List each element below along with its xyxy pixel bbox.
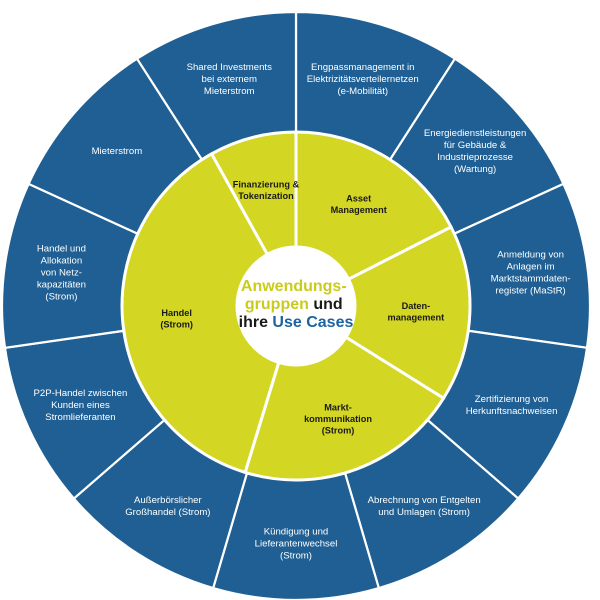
use-case-label-line: Abrechnung von Entgelten bbox=[368, 495, 481, 506]
use-case-label-line: Mieterstrom bbox=[92, 146, 143, 157]
application-group-segment: Markt-kommunikation(Strom) bbox=[243, 334, 446, 482]
use-case-label-line: Engpassmanagement in bbox=[311, 62, 414, 73]
use-case-label-line: Mieterstrom bbox=[204, 86, 255, 97]
application-group-label-line: Tokenization bbox=[238, 191, 294, 201]
application-group-label-line: kommunikation bbox=[304, 414, 372, 424]
use-case-label-line: Handel und bbox=[37, 244, 86, 255]
use-case-label-line: (Strom) bbox=[45, 292, 77, 303]
use-case-label-line: für Gebäude & bbox=[444, 140, 507, 151]
use-case-label-line: (e-Mobilität) bbox=[337, 86, 388, 97]
application-group-label: Daten-management bbox=[388, 301, 445, 323]
use-case-label-line: Stromlieferanten bbox=[45, 412, 115, 423]
use-case-label-line: register (MaStR) bbox=[495, 286, 565, 297]
application-group-label: Handel (Strom) bbox=[160, 308, 193, 330]
use-case-label-line: Industrieprozesse bbox=[437, 152, 513, 163]
application-group-label-line: Markt- bbox=[324, 402, 352, 412]
application-group-label: Finanzierung & Tokenization bbox=[233, 179, 300, 201]
use-case-label: Mieterstrom bbox=[92, 146, 143, 157]
center-title-line-2-highlight: gruppen bbox=[245, 296, 309, 313]
application-group-label-line: (Strom) bbox=[160, 320, 193, 330]
use-case-label-line: und Umlagen (Strom) bbox=[378, 507, 470, 518]
use-case-label-line: Energiedienstleistungen bbox=[424, 128, 526, 139]
center-title-line-1: Anwendungs- bbox=[241, 278, 347, 295]
use-case-label-line: Außerbörslicher bbox=[134, 495, 203, 506]
center-title-line-3-prefix: ihre bbox=[239, 314, 273, 331]
center-title: Anwendungs- gruppen und ihre Use Cases bbox=[239, 278, 354, 331]
use-case-label-line: Herkunftsnachweisen bbox=[466, 406, 558, 417]
use-case-label-line: Anmeldung von bbox=[497, 250, 564, 261]
application-group-label-line: management bbox=[388, 312, 445, 322]
use-case-label-line: (Strom) bbox=[280, 550, 312, 561]
application-group-label-line: Management bbox=[331, 205, 387, 215]
application-group-label-line: Daten- bbox=[402, 301, 431, 311]
use-case-label-line: Zertifizierung von bbox=[475, 394, 549, 405]
center-disc bbox=[235, 245, 357, 367]
use-case-label-line: P2P-Handel zwischen bbox=[33, 388, 127, 399]
application-group-label: Markt-kommunikation(Strom) bbox=[304, 402, 372, 435]
use-case-label-line: Elektrizitätsverteilernetzen bbox=[307, 74, 419, 85]
application-group-label-line: Handel bbox=[161, 308, 192, 318]
use-case-label-line: (Wartung) bbox=[454, 164, 496, 175]
use-case-label-line: von Netz- bbox=[41, 268, 82, 279]
application-group-label-line: Finanzierung & bbox=[233, 179, 300, 189]
application-group-label-line: Asset bbox=[346, 193, 371, 203]
use-case-label-line: Lieferantenwechsel bbox=[255, 538, 338, 549]
use-case-label-line: Kunden eines bbox=[51, 400, 110, 411]
center-title-line-3-highlight: Use Cases bbox=[272, 314, 353, 331]
use-case-label-line: Kündigung und bbox=[264, 526, 329, 537]
use-case-label-line: bei externem bbox=[201, 74, 256, 85]
use-case-label-line: Shared Investments bbox=[187, 62, 273, 73]
use-case-label-line: kapazitäten bbox=[37, 280, 86, 291]
application-group-label-line: (Strom) bbox=[322, 425, 355, 435]
center-title-line-2-rest: und bbox=[309, 296, 343, 313]
use-case-label-line: Marktstammdaten- bbox=[491, 274, 571, 285]
use-case-label-line: Anlagen im bbox=[507, 262, 555, 273]
use-case-label-line: Allokation bbox=[41, 256, 83, 267]
use-case-label-line: Großhandel (Strom) bbox=[125, 507, 210, 518]
